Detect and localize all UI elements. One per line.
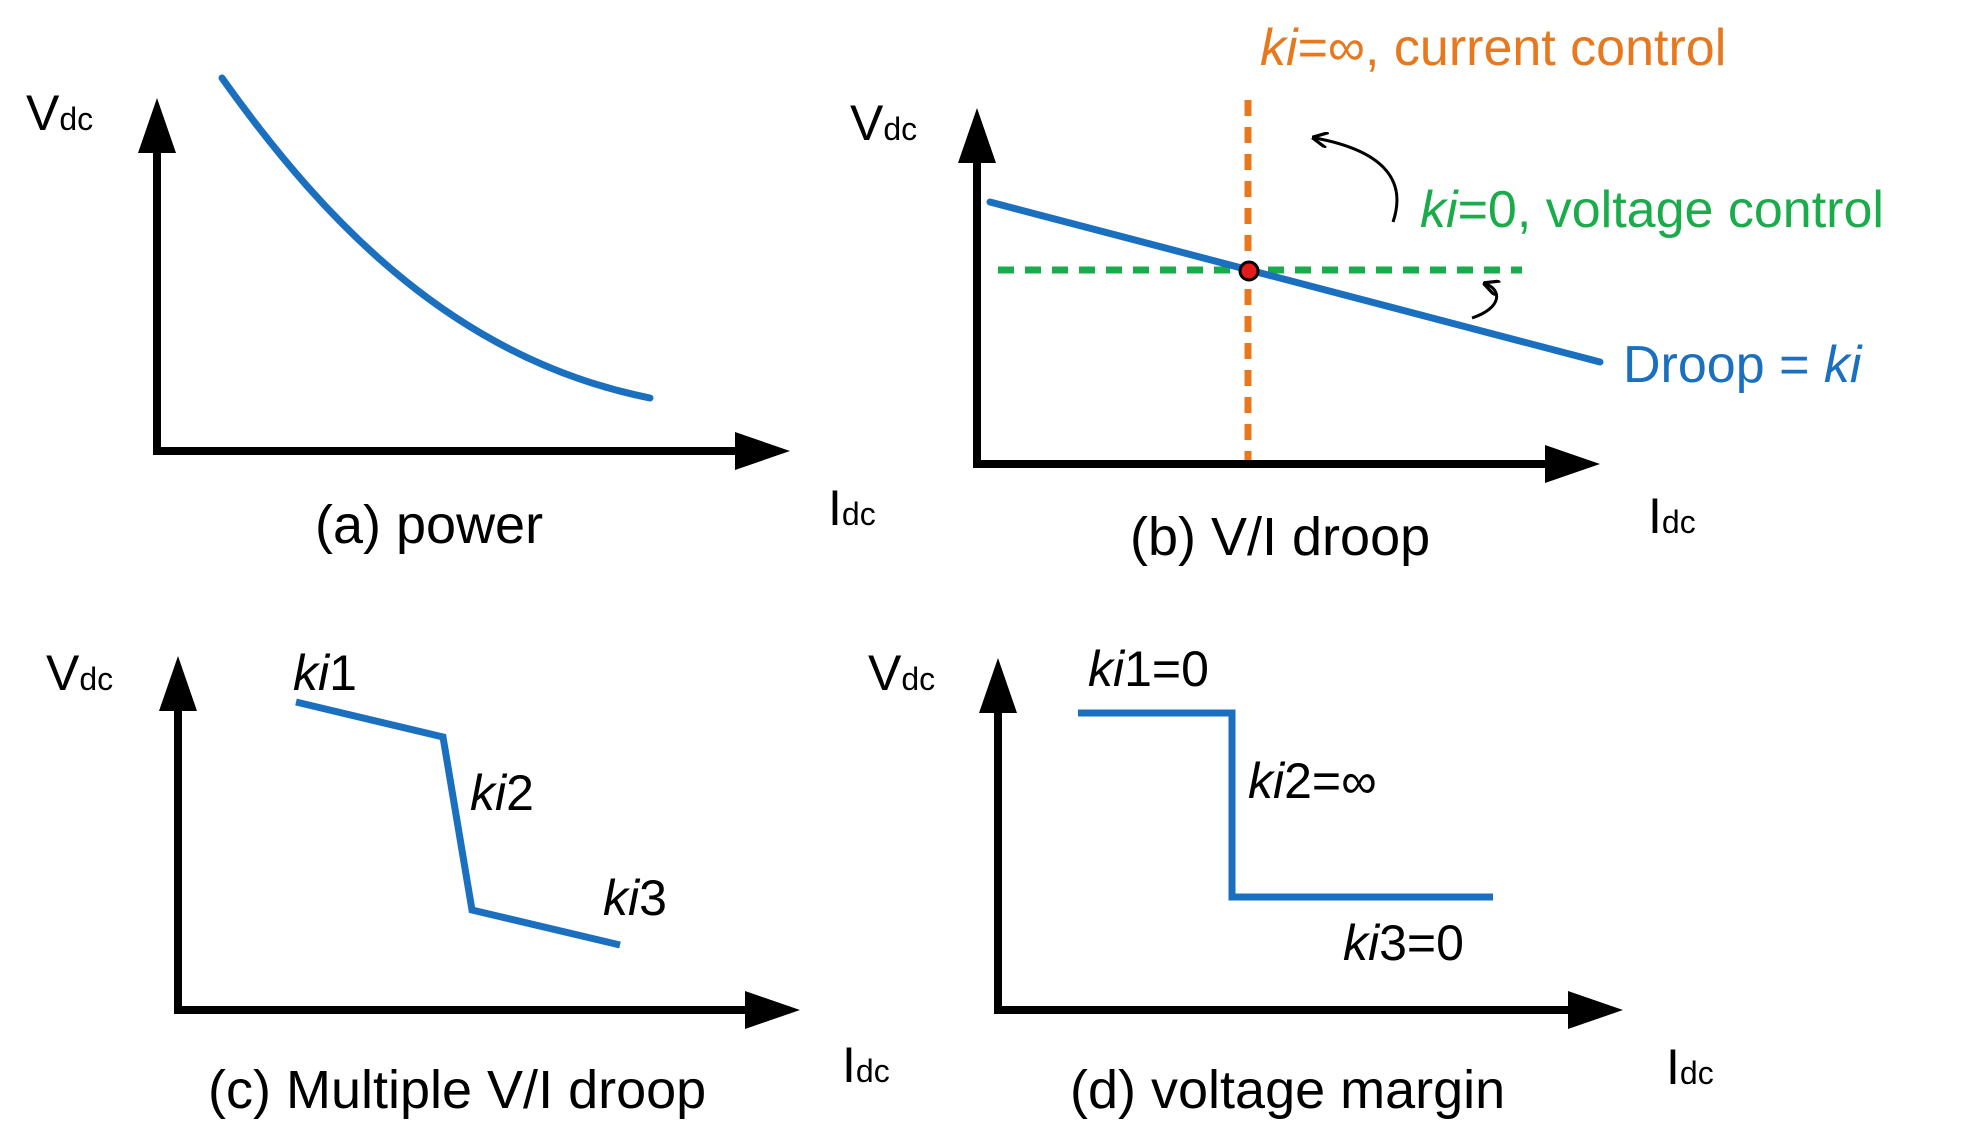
panel-b-i-label-left: Idc [828,480,876,536]
operating-point-marker [1238,260,1260,282]
panel-c-caption: (c) Multiple V/I droop [208,1060,706,1120]
panel-a-x-axis [153,432,790,470]
panel-c-i-label: Idc [842,1037,890,1093]
panel-b-voltage-control-label: ki=0, voltage control [1420,181,1884,239]
panel-d-caption: (d) voltage margin [1070,1060,1505,1120]
panel-c-ki1-label: ki1 [293,645,357,701]
panel-c-ki2-label: ki2 [470,765,534,821]
panel-d-ki2-label: ki2=∞ [1248,753,1377,809]
panel-d-x-axis [994,991,1623,1029]
panel-c-ki3-label: ki3 [603,870,667,926]
panel-c-multiple-droop: ki1 ki2 ki3 Vdc Idc (c) Multiple V/I dro… [46,645,890,1120]
panel-d-y-axis [979,658,1017,1014]
panel-a-caption: (a) power [315,495,543,555]
panel-a-power-curve [218,74,654,402]
panel-b-vi-droop: ki=∞, current control ki=0, voltage cont… [828,19,1884,567]
panel-b-y-axis [958,108,996,468]
panel-b-x-axis [973,445,1600,483]
panel-d-ki1-label: ki1=0 [1088,641,1209,697]
panel-c-x-axis [174,991,800,1029]
panel-a-v-label: Vdc [26,85,93,141]
panel-b-v-label: Vdc [850,95,917,151]
panel-d-margin-curve [1078,709,1493,901]
panel-c-y-axis [159,656,197,1014]
panel-c-droop-curve [295,698,621,949]
panel-d-ki3-label: ki3=0 [1343,915,1464,971]
panel-b-i-label-right: Idc [1648,488,1696,544]
panel-d-i-label: Idc [1666,1039,1714,1095]
rotation-arrow-large-icon [1315,138,1399,223]
panel-b-caption: (b) V/I droop [1130,507,1430,567]
panel-b-droop-line [986,198,1604,366]
panel-d-voltage-margin: ki1=0 ki2=∞ ki3=0 Vdc Idc (d) voltage ma… [868,641,1714,1120]
panel-b-droop-label: Droop = ki [1623,336,1863,394]
panel-d-v-label: Vdc [868,645,935,701]
panel-a-y-axis [138,98,176,455]
rotation-arrow-small-icon [1471,284,1497,320]
panel-b-current-control-label: ki=∞, current control [1260,19,1726,77]
panel-c-v-label: Vdc [46,645,113,701]
panel-a-power: Vdc (a) power [26,74,790,555]
